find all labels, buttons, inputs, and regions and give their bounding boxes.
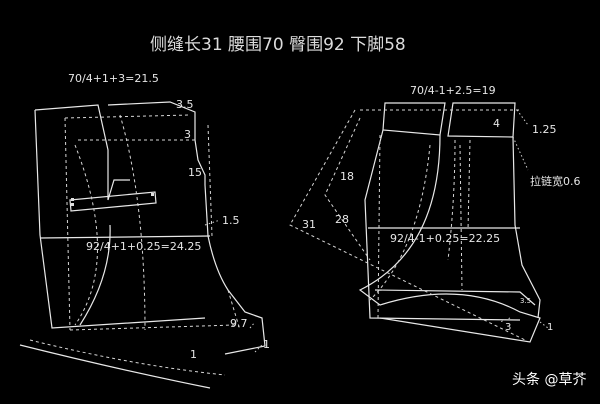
back-leg-line: [374, 289, 536, 306]
front-pocket: [69, 191, 157, 212]
diagram-title: 侧缝长31 腰围70 臀围92 下脚58: [150, 35, 406, 55]
measure-3: 3: [505, 322, 511, 333]
back-crotch-curve: [358, 134, 541, 343]
front-dashed-outline: [64, 114, 241, 331]
front-hem-dashed: [29, 339, 226, 376]
measure-15: 15: [188, 166, 202, 179]
front-hip-line: [39, 235, 211, 239]
measure-1: 1: [263, 338, 270, 351]
front-side-seam: [34, 109, 206, 329]
front-inner-curve: [79, 224, 111, 326]
measure-31: 31: [302, 218, 316, 231]
measure-3-5: 3.5: [176, 98, 194, 111]
pocket-marker: [71, 203, 74, 206]
measure-3: 3: [184, 128, 191, 141]
measure-1-5: 1.5: [222, 214, 240, 227]
back-dashed-lines: [289, 109, 526, 341]
zipper-width-label: 拉链宽0.6: [530, 174, 581, 188]
back-side-seam: [512, 136, 541, 319]
back-dashed-dart: [447, 139, 471, 261]
front-waist-formula: 70/4+1+3=21.5: [68, 72, 159, 85]
front-hem: [19, 344, 211, 389]
front-piece: 70/4+1+3=21.5 3.5 3 15 1.5 92/4+1+0.25=2…: [19, 72, 270, 389]
front-leader: [204, 219, 263, 353]
front-hip-formula: 92/4+1+0.25=24.25: [86, 240, 201, 253]
measure-28: 28: [335, 213, 349, 226]
back-center-seam: [364, 129, 521, 321]
pocket-marker: [71, 198, 74, 201]
watermark: 头条 @草芥: [512, 371, 586, 388]
back-waist-formula: 70/4-1+2.5=19: [410, 84, 496, 97]
front-crotch-curve: [204, 184, 266, 355]
front-dashed-dart: [74, 114, 146, 331]
back-piece: 70/4-1+2.5=19 4 1.25 拉链宽0.6 18 31 28 92/…: [289, 84, 581, 343]
back-hip-formula: 92/4-1+0.25=22.25: [390, 232, 500, 245]
measure-4: 4: [493, 117, 500, 130]
measure-1: 1: [547, 322, 553, 333]
measure-18: 18: [340, 170, 354, 183]
measure-1: 1: [190, 348, 197, 361]
back-leader: [499, 109, 549, 329]
measure-3-5-small: 3.5: [520, 297, 531, 305]
pocket-marker: [151, 193, 154, 196]
measure-9-7: 9.7: [230, 317, 248, 330]
measure-1-25: 1.25: [532, 123, 557, 136]
